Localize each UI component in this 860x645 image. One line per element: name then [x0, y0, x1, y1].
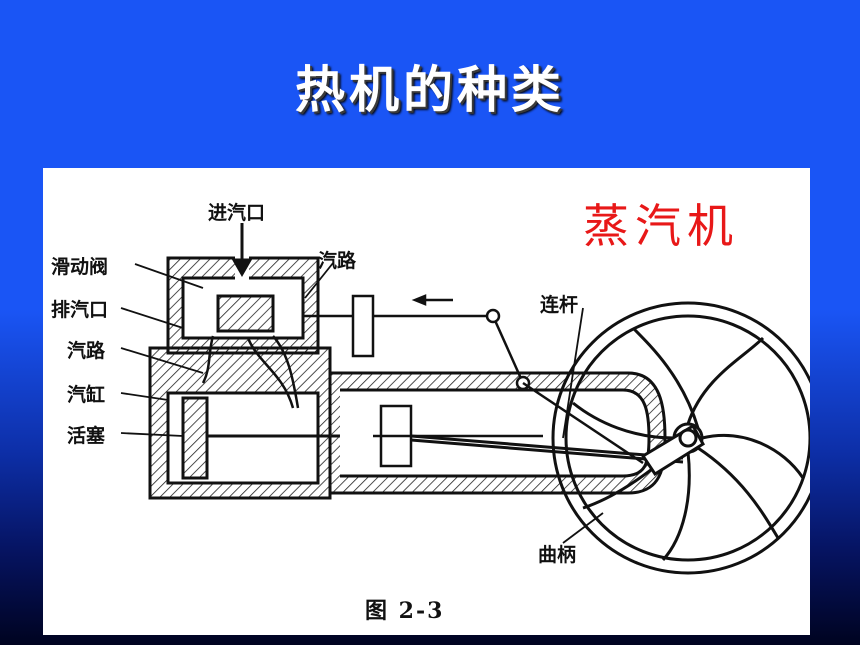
- engine-name-label: 蒸汽机: [583, 199, 739, 253]
- label-steam-inlet: 进汽口: [208, 202, 266, 224]
- valve-linkage: [303, 294, 644, 465]
- label-crank: 曲柄: [538, 544, 577, 566]
- label-connecting-rod: 连杆: [540, 294, 579, 316]
- flywheel: [551, 301, 810, 575]
- leader-lines: [120, 262, 604, 544]
- steam-engine-diagram: 蒸汽机 进汽口 滑动阀 排汽口 汽路 汽缸 活塞 汽路 连杆 曲柄 图 2-3: [43, 168, 810, 635]
- label-steam-passage-top: 汽路: [318, 250, 357, 272]
- label-cylinder: 汽缸: [67, 384, 106, 406]
- piston: [181, 396, 373, 480]
- steam-passages: [201, 335, 300, 409]
- slide-title: 热机的种类: [295, 61, 565, 119]
- crosshead: [373, 404, 543, 468]
- label-piston: 活塞: [67, 425, 106, 447]
- connecting-rod: [410, 434, 684, 464]
- label-slide-valve: 滑动阀: [51, 256, 109, 278]
- steam-engine-drawing: [120, 223, 810, 575]
- cylinder-body: [148, 254, 332, 500]
- crank: [640, 423, 706, 477]
- label-exhaust-port: 排汽口: [51, 299, 109, 321]
- figure-caption: 图 2-3: [365, 598, 445, 624]
- steam-inlet-arrow: [231, 223, 253, 278]
- label-steam-passage-left: 汽路: [67, 340, 106, 362]
